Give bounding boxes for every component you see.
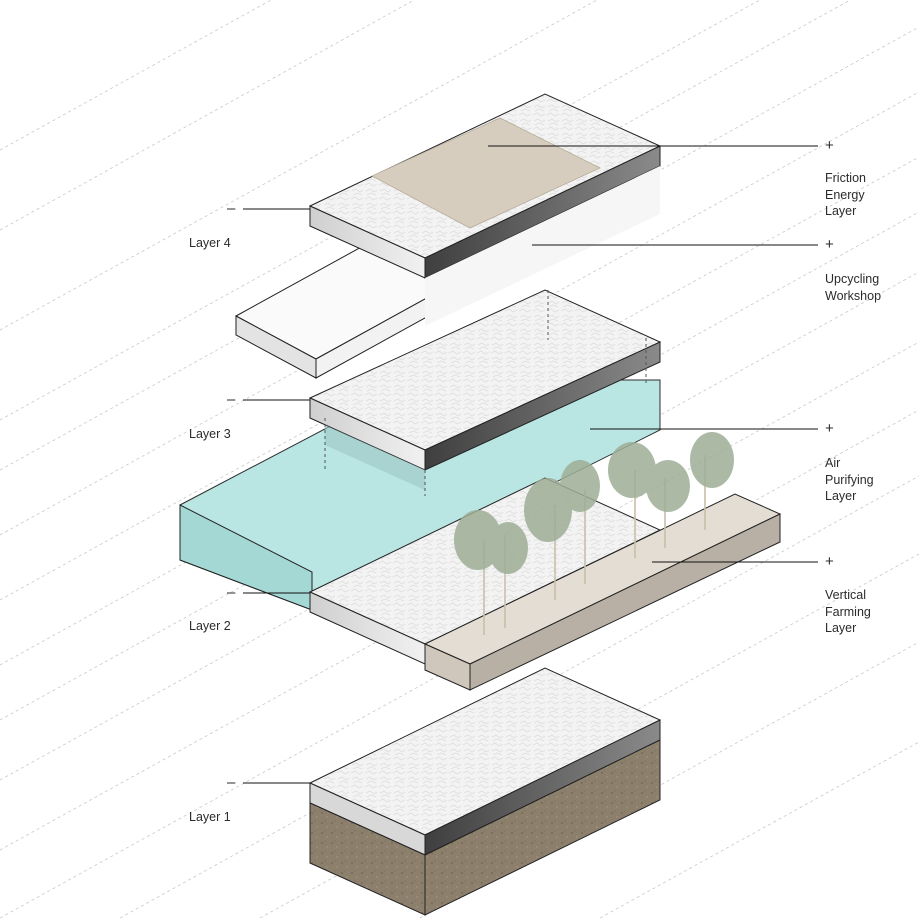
- layer-3-minus-sign: –: [227, 391, 236, 408]
- label-line: Purifying: [825, 472, 874, 487]
- label-line: Upcycling: [825, 272, 880, 286]
- vertical-farming-layer-label: Vertical Farming Layer: [825, 587, 871, 637]
- upcycling-workshop-label: Upcycling Workshop: [825, 271, 881, 304]
- air-purifying-plus-sign: +: [825, 420, 834, 437]
- leader-lines: [243, 145, 818, 784]
- vertical-farming-planter: [423, 493, 782, 691]
- layer-3-slab: [308, 289, 662, 490]
- label-line: Friction: [825, 171, 866, 185]
- air-purifying-layer-label: Air Purifying Layer: [825, 455, 874, 505]
- friction-energy-layer-label: Friction Energy Layer: [825, 170, 866, 220]
- layer-2-minus-sign: –: [227, 584, 236, 601]
- layer-2-label: Layer 2: [189, 619, 231, 633]
- layer-1-assembly: [308, 667, 662, 916]
- layer-1-label: Layer 1: [189, 810, 231, 824]
- label-line: Energy: [825, 187, 865, 202]
- layer-4-label: Layer 4: [189, 236, 231, 250]
- label-line: Layer: [825, 489, 857, 503]
- upcycling-workshop-plus-sign: +: [825, 236, 834, 253]
- layer-2-assembly: [308, 432, 782, 691]
- layer-1-minus-sign: –: [227, 774, 236, 791]
- layer-4-assembly: [234, 93, 662, 379]
- label-line: Layer: [825, 204, 857, 218]
- label-line: Air: [825, 456, 841, 470]
- label-line: Workshop: [825, 288, 882, 303]
- tree-foliage: [454, 432, 734, 574]
- layer-3-assembly: [179, 289, 662, 611]
- layer-4-minus-sign: –: [227, 200, 236, 217]
- vertical-farming-plus-sign: +: [825, 553, 834, 570]
- label-line: Farming: [825, 604, 871, 619]
- friction-energy-plus-sign: +: [825, 137, 834, 154]
- label-line: Layer: [825, 621, 857, 635]
- layer-3-label: Layer 3: [189, 427, 231, 441]
- label-line: Vertical: [825, 588, 866, 602]
